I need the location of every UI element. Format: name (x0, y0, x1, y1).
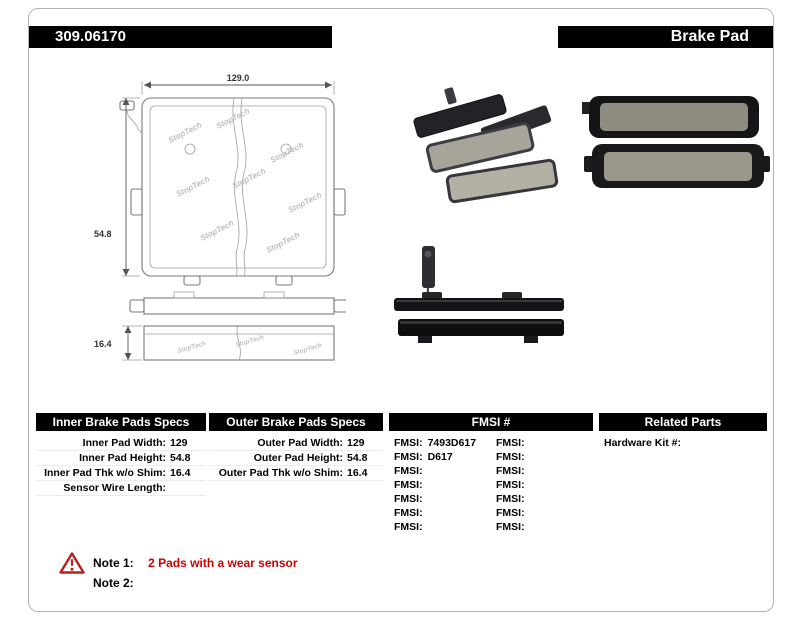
watermark-text: StopTech (175, 174, 211, 198)
watermark-text: StopTech (177, 340, 207, 355)
spec-value (166, 481, 206, 495)
table-row: Inner Pad Height: 54.8 (36, 451, 206, 466)
fmsi-label: FMSI: (496, 451, 525, 463)
table-row: FMSI: D617 (389, 450, 491, 464)
spec-label: Outer Pad Width: (257, 437, 343, 449)
pad-front-view: StopTech StopTech StopTech StopTech Stop… (119, 97, 346, 286)
wear-sensor-drawing (119, 100, 143, 134)
table-row: Outer Pad Width: 129 (209, 436, 383, 451)
spec-label: Outer Pad Height: (253, 452, 343, 464)
fmsi-label: FMSI: (394, 465, 423, 477)
inner-specs-header: Inner Brake Pads Specs (36, 413, 206, 431)
watermark-text: StopTech (231, 166, 267, 190)
table-row: Outer Pad Height: 54.8 (209, 451, 383, 466)
fmsi-label: FMSI: (394, 493, 423, 505)
watermark-text: StopTech (167, 120, 203, 144)
table-row: FMSI: (389, 492, 491, 506)
note1-label: Note 1: (93, 556, 134, 570)
table-row: FMSI: 7493D617 (389, 436, 491, 450)
table-row: Inner Pad Thk w/o Shim: 16.4 (36, 466, 206, 481)
product-photos (394, 87, 770, 343)
table-row: FMSI: (491, 436, 593, 450)
spec-value: 54.8 (347, 452, 368, 464)
fmsi-label: FMSI: (394, 437, 423, 449)
table-row: Sensor Wire Length: (36, 481, 206, 496)
fmsi-label: FMSI: (496, 507, 525, 519)
thickness-dim-label: 16.4 (94, 339, 112, 349)
fmsi-label: FMSI: (394, 451, 423, 463)
height-dim-label: 54.8 (94, 229, 112, 239)
fmsi-label: FMSI: (496, 493, 525, 505)
fmsi-label: FMSI: (394, 521, 423, 533)
photo-pads-stacked (582, 96, 770, 188)
fmsi-label: FMSI: (496, 465, 525, 477)
spec-label: Outer Pad Thk w/o Shim: (218, 467, 343, 479)
thickness-dimension: 16.4 (94, 325, 142, 361)
table-row: FMSI: (491, 520, 593, 534)
note-2: Note 2: (93, 574, 144, 590)
photo-pads-edge (394, 246, 564, 343)
spec-value: 129 (347, 437, 365, 449)
part-number: 309.06170 (55, 28, 126, 45)
fmsi-label: FMSI: (394, 507, 423, 519)
width-dim-label: 129.0 (227, 73, 250, 83)
spec-value: 16.4 (170, 467, 191, 479)
warning-triangle-icon (59, 552, 85, 574)
fmsi-label: FMSI: (496, 479, 525, 491)
table-row: Hardware Kit #: (599, 436, 767, 450)
spec-sheet: 309.06170 Brake Pad 129.0 (28, 8, 774, 612)
spec-label: Sensor Wire Length: (63, 482, 166, 494)
table-row: FMSI: (389, 506, 491, 520)
spec-label: Inner Pad Height: (79, 452, 166, 464)
table-row: FMSI: (491, 450, 593, 464)
fmsi-table: FMSI # FMSI: 7493D617 FMSI: D617 FMSI: FMS… (389, 413, 593, 534)
width-dimension: 129.0 (141, 73, 335, 95)
table-row: Outer Pad Thk w/o Shim: 16.4 (209, 466, 383, 481)
inner-specs-table: Inner Brake Pads Specs Inner Pad Width: … (36, 413, 206, 496)
photo-pads-angled (413, 87, 559, 204)
fmsi-label: FMSI: (394, 479, 423, 491)
spec-value: 16.4 (347, 467, 368, 479)
technical-drawing: 129.0 StopTech StopTech StopTech StopTec… (94, 73, 346, 361)
fmsi-value: 7493D617 (427, 437, 477, 449)
table-row: FMSI: (491, 506, 593, 520)
spec-label: Inner Pad Thk w/o Shim: (44, 467, 166, 479)
height-dimension: 54.8 (94, 97, 140, 277)
product-type: Brake Pad (670, 28, 749, 45)
table-row: FMSI: (491, 492, 593, 506)
fmsi-column-2: FMSI: FMSI: FMSI: FMSI: FMSI: FMSI: FMSI… (491, 436, 593, 534)
fmsi-label: FMSI: (496, 521, 525, 533)
table-row: FMSI: (491, 478, 593, 492)
fmsi-column-1: FMSI: 7493D617 FMSI: D617 FMSI: FMSI: FMSI… (389, 436, 491, 534)
table-row: Inner Pad Width: 129 (36, 436, 206, 451)
outer-specs-header: Outer Brake Pads Specs (209, 413, 383, 431)
watermark-text: StopTech (265, 230, 301, 254)
watermark-text: StopTech (235, 334, 265, 349)
note-1: Note 1: 2 Pads with a wear sensor (93, 554, 298, 570)
watermark-text: StopTech (287, 190, 323, 214)
fmsi-value: D617 (427, 451, 453, 463)
pad-side-edge-view: StopTech StopTech StopTech (143, 325, 335, 361)
outer-specs-table: Outer Brake Pads Specs Outer Pad Width: … (209, 413, 383, 481)
note2-label: Note 2: (93, 576, 134, 590)
spec-label: Inner Pad Width: (82, 437, 166, 449)
fmsi-header: FMSI # (389, 413, 593, 431)
table-row: FMSI: (389, 464, 491, 478)
watermark-text: StopTech (199, 218, 235, 242)
table-row: FMSI: (491, 464, 593, 478)
note1-text: 2 Pads with a wear sensor (148, 556, 298, 570)
table-row: FMSI: (389, 520, 491, 534)
spec-value: 129 (170, 437, 188, 449)
hardware-kit-label: Hardware Kit #: (604, 437, 682, 449)
related-parts-header: Related Parts (599, 413, 767, 431)
related-parts-table: Related Parts Hardware Kit #: (599, 413, 767, 450)
watermark-text: StopTech (293, 342, 323, 357)
spec-value: 54.8 (170, 452, 191, 464)
product-type-bar: Brake Pad (558, 26, 773, 48)
part-number-bar: 309.06170 (29, 26, 332, 48)
table-row: FMSI: (389, 478, 491, 492)
pad-top-edge-view (129, 291, 346, 315)
fmsi-label: FMSI: (496, 437, 525, 449)
